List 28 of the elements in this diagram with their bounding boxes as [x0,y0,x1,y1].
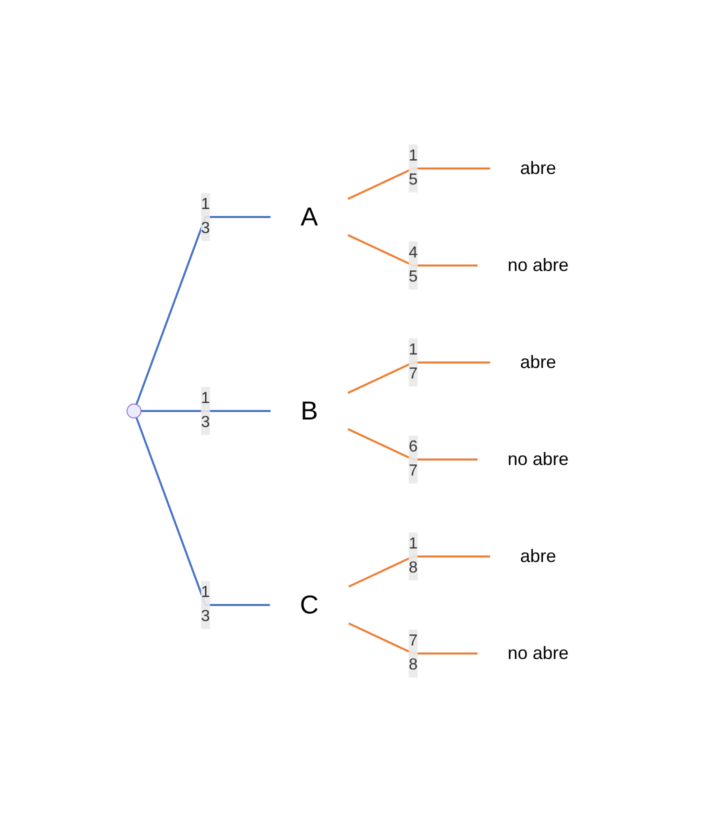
edge-label: 1 3 [200,584,210,625]
node-text: abre [520,546,556,566]
connector [135,216,270,405]
node-text: abre [520,352,556,372]
connector [347,428,478,460]
edge-label: 1 3 [200,196,210,237]
connector [140,410,270,412]
edge-label: 6 7 [408,438,418,480]
node-text: C [300,590,318,620]
edge-label: 4 5 [408,244,418,286]
node-text: B [300,396,318,426]
connector [348,556,490,588]
edge-label: 1 7 [408,342,418,382]
node-text: A [300,202,318,232]
node-text: no abre [507,449,568,469]
node-text: abre [520,158,556,178]
node-text: no abre [507,643,568,663]
node-text: no abre [507,255,568,275]
connector [348,622,478,654]
edge-label: 7 8 [408,632,418,674]
node-circle [126,404,142,418]
connector [347,234,478,266]
connector [347,362,490,394]
connector [347,168,490,200]
edge-label: 1 8 [408,536,418,576]
edge-label: 1 5 [408,148,418,188]
connector [135,417,270,606]
edge-label: 1 3 [200,390,210,431]
